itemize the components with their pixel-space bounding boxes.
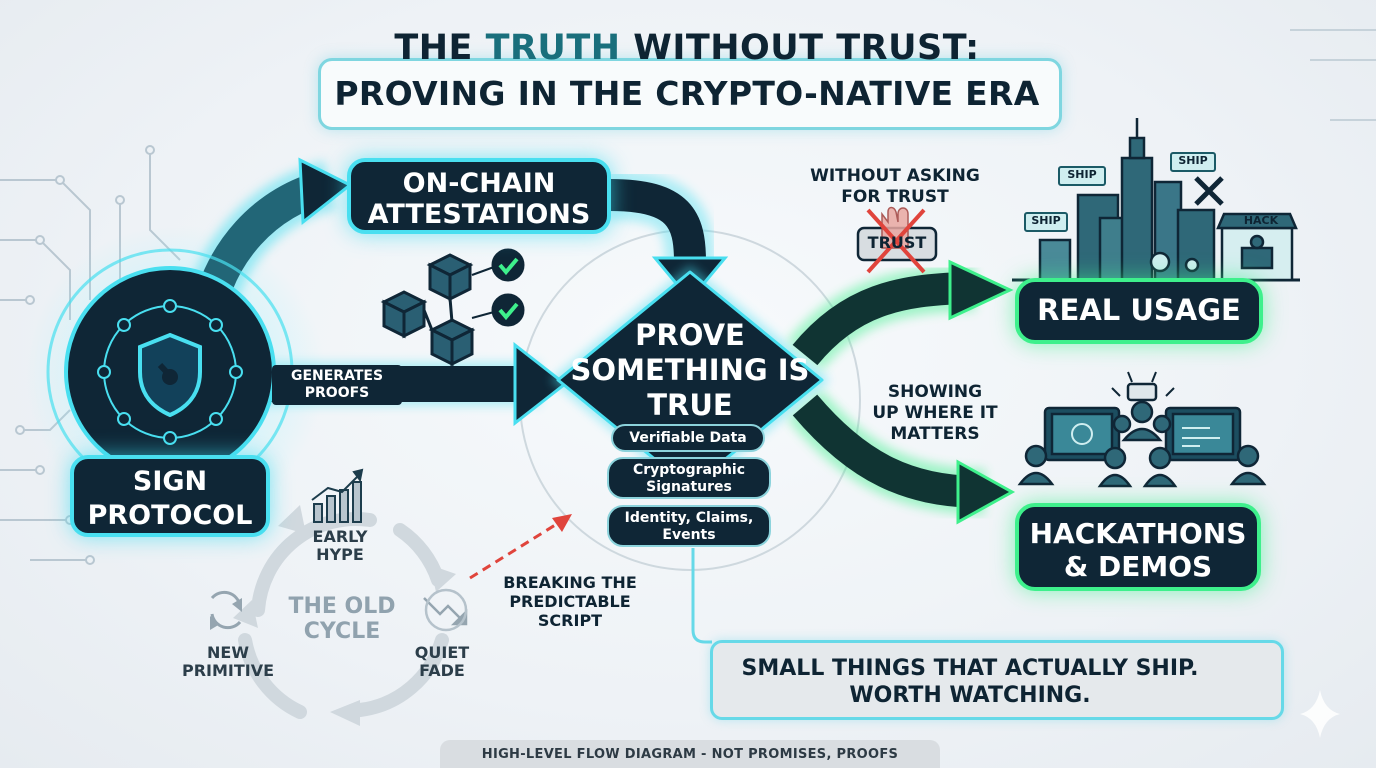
old-cycle-title: THE OLD CYCLE: [272, 594, 412, 644]
without-asking-trust-label: WITHOUT ASKING FOR TRUST: [800, 166, 990, 208]
ship-badge: SHIP: [1058, 166, 1106, 186]
small-things-text: SMALL THINGS THAT ACTUALLY SHIP. WORTH W…: [720, 655, 1220, 709]
ship-badge: SHIP: [1170, 152, 1216, 172]
new-primitive-label: NEW PRIMITIVE: [174, 644, 282, 680]
sparkle-icon: [1300, 690, 1340, 738]
breaking-script-label: BREAKING THE PREDICTABLE SCRIPT: [480, 573, 660, 630]
footer-caption: HIGH-LEVEL FLOW DIAGRAM - NOT PROMISES, …: [440, 747, 940, 762]
title-line2: PROVING IN THE CRYPTO-NATIVE ERA: [318, 74, 1056, 113]
ship-badge: SHIP: [1024, 212, 1068, 232]
real-usage-node: REAL USAGE: [1015, 278, 1263, 344]
refresh-icon: [210, 592, 242, 630]
tag-identity-claims-events: Identity, Claims, Events: [607, 505, 771, 547]
circuit-traces-right: [1290, 30, 1376, 120]
arrow-to-real-usage: [805, 262, 1010, 355]
trend-down-icon: [424, 590, 466, 630]
breaking-script-arrow: [470, 514, 572, 578]
city-skyline-icon: [1012, 118, 1300, 280]
blockchain-cubes-icon: [384, 250, 523, 364]
sign-protocol-label: SIGN PROTOCOL: [70, 455, 270, 537]
tag-cryptographic-signatures: Cryptographic Signatures: [607, 457, 771, 499]
team-laptops-icon: [1020, 372, 1264, 486]
trust-sign-text: TRUST: [858, 233, 936, 252]
title-line1: THE TRUTH WITHOUT TRUST:: [318, 28, 1056, 68]
generates-proofs-label: GENERATES PROOFS: [272, 365, 402, 405]
quiet-fade-label: QUIET FADE: [392, 644, 492, 680]
tag-verifiable-data: Verifiable Data: [611, 424, 765, 452]
connector-to-small-box: [693, 548, 712, 642]
hackathons-demos-node: HACKATHONS & DEMOS: [1015, 503, 1261, 591]
showing-up-label: SHOWING UP WHERE IT MATTERS: [872, 382, 998, 445]
hack-badge: HACK: [1240, 214, 1282, 228]
prove-something-true-label: PROVE SOMETHING IS TRUE: [560, 318, 820, 423]
on-chain-attestations-node: ON-CHAIN ATTESTATIONS: [347, 158, 611, 234]
early-hype-label: EARLY HYPE: [290, 528, 390, 564]
